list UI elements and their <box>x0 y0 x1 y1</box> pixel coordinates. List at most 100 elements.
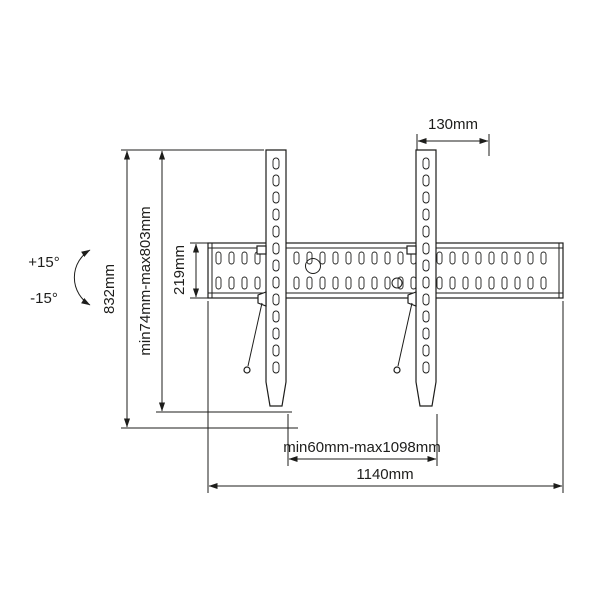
right-bracket-slot-holes <box>422 157 430 374</box>
slot-hole <box>384 276 391 290</box>
slot-hole <box>422 361 430 374</box>
slot-hole <box>422 310 430 323</box>
slot-hole <box>527 276 534 290</box>
slot-hole <box>306 251 313 265</box>
slot-hole <box>422 174 430 187</box>
left-bracket <box>243 149 287 407</box>
slot-hole <box>422 225 430 238</box>
slot-hole <box>436 251 443 265</box>
slot-hole <box>422 242 430 255</box>
slot-hole <box>514 276 521 290</box>
slot-hole <box>422 259 430 272</box>
slot-hole <box>293 251 300 265</box>
slot-hole <box>384 251 391 265</box>
slot-hole <box>488 276 495 290</box>
slot-hole <box>293 276 300 290</box>
slot-hole <box>488 251 495 265</box>
slot-hole <box>241 251 248 265</box>
slot-hole <box>272 242 280 255</box>
slot-hole <box>540 251 547 265</box>
slot-hole <box>371 251 378 265</box>
dimension-total-height: 832mm <box>101 149 298 429</box>
slot-hole <box>422 208 430 221</box>
slot-hole <box>272 276 280 289</box>
slot-hole <box>462 251 469 265</box>
right-bracket-pull-cord <box>397 302 413 367</box>
right-bracket-arm <box>415 149 437 407</box>
slot-hole <box>462 276 469 290</box>
dimension-top-offset: 130mm <box>416 116 490 156</box>
dimension-label-total-height: 832mm <box>101 264 118 314</box>
slot-hole <box>422 344 430 357</box>
slot-hole <box>422 191 430 204</box>
slot-hole <box>332 276 339 290</box>
slot-hole <box>272 157 280 170</box>
slot-hole <box>358 251 365 265</box>
plate-small-hole <box>391 277 403 289</box>
slot-hole <box>319 276 326 290</box>
slot-hole <box>540 276 547 290</box>
dimension-plate-width: 1140mm <box>207 301 564 493</box>
left-bracket-arm <box>265 149 287 407</box>
dimension-height-range: min74mm-max803mm <box>137 150 292 413</box>
slot-hole <box>306 276 313 290</box>
slot-hole <box>345 276 352 290</box>
slot-hole <box>272 361 280 374</box>
dimension-label-plate-height: 219mm <box>171 245 188 295</box>
slot-hole <box>228 276 235 290</box>
slot-hole <box>332 251 339 265</box>
slot-hole <box>397 251 404 265</box>
slot-hole <box>422 276 430 289</box>
right-bracket <box>393 149 437 407</box>
slot-hole <box>272 225 280 238</box>
slot-hole <box>475 276 482 290</box>
right-bracket-cord-knob <box>393 366 401 374</box>
slot-hole <box>501 251 508 265</box>
slot-hole <box>345 251 352 265</box>
tilt-angle-down-label: -15° <box>30 290 58 307</box>
dimension-label-bracket-spacing: min60mm-max1098mm <box>283 439 441 456</box>
slot-hole <box>272 327 280 340</box>
slot-hole <box>272 293 280 306</box>
left-bracket-latch <box>257 291 267 307</box>
tilt-angle-up-label: +15° <box>28 254 59 271</box>
slot-hole <box>422 293 430 306</box>
dimension-label-height-range: min74mm-max803mm <box>137 206 154 355</box>
slot-hole <box>371 276 378 290</box>
slot-hole <box>358 276 365 290</box>
slot-hole <box>272 208 280 221</box>
slot-hole <box>272 310 280 323</box>
tilt-angle-annotation: +15° -15° <box>28 249 91 307</box>
dimension-plate-height: 219mm <box>171 242 210 299</box>
slot-hole <box>228 251 235 265</box>
slot-hole <box>514 251 521 265</box>
left-bracket-pull-cord <box>247 302 263 367</box>
slot-hole <box>449 276 456 290</box>
slot-hole <box>449 251 456 265</box>
slot-hole <box>254 276 261 290</box>
slot-hole <box>272 344 280 357</box>
slot-hole <box>215 276 222 290</box>
slot-hole <box>319 251 326 265</box>
slot-hole <box>436 276 443 290</box>
dimension-bracket-spacing: min60mm-max1098mm <box>283 414 441 466</box>
right-bracket-latch <box>407 291 417 307</box>
slot-hole <box>422 157 430 170</box>
slot-hole <box>527 251 534 265</box>
tilt-arc-arrow <box>73 249 91 306</box>
left-bracket-top-hook <box>256 245 267 255</box>
slot-hole <box>241 276 248 290</box>
slot-hole <box>215 251 222 265</box>
right-bracket-top-hook <box>406 245 417 255</box>
left-bracket-cord-knob <box>243 366 251 374</box>
dimension-label-plate-width: 1140mm <box>356 466 413 483</box>
slot-hole <box>272 174 280 187</box>
left-bracket-slot-holes <box>272 157 280 374</box>
plate-large-hole <box>305 258 321 274</box>
slot-hole <box>422 327 430 340</box>
dimension-label-top-offset: 130mm <box>428 116 478 133</box>
slot-hole <box>272 259 280 272</box>
slot-hole <box>475 251 482 265</box>
